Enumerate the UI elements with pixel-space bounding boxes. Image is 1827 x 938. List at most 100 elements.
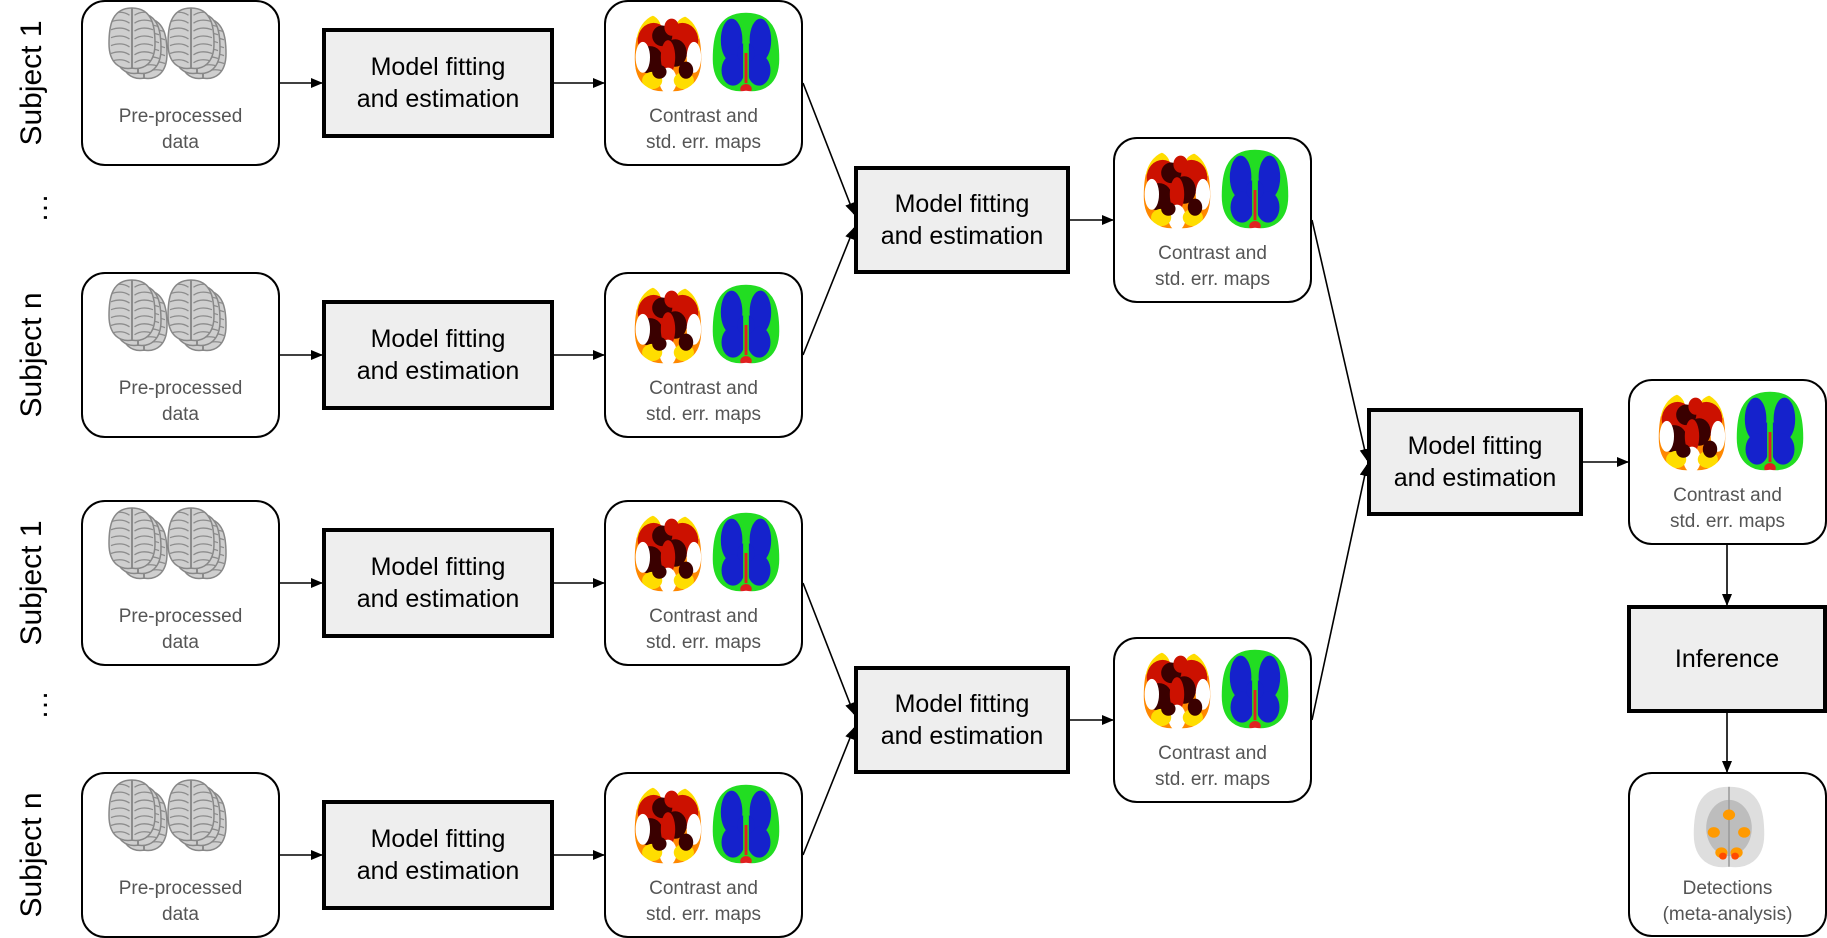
caption-line-2: std. err. maps	[645, 904, 762, 925]
model-fitting-box[interactable]: Model fitting and estimation	[1367, 408, 1583, 516]
arrow-to-final-fit	[1311, 464, 1370, 721]
box-caption: Pre-processed data	[83, 876, 278, 928]
contrast-stderr-maps-box[interactable]: Contrast and std. err. maps	[604, 0, 803, 166]
model-fitting-line-2: and estimation	[356, 585, 520, 613]
heat-map-brain-icon	[633, 11, 703, 93]
brain-stack-icon	[108, 7, 156, 70]
stderr-map-brain-icon	[711, 11, 781, 93]
caption-line-2: std. err. maps	[1154, 269, 1271, 290]
model-fitting-line-2: and estimation	[880, 722, 1044, 750]
stderr-map-brain-icon	[1220, 148, 1290, 230]
preprocessed-data-box[interactable]: Pre-processed data	[81, 272, 280, 438]
brain-stack-icon	[167, 507, 215, 570]
heat-map-brain-icon	[1142, 148, 1212, 230]
box-caption: Contrast and std. err. maps	[606, 104, 801, 156]
model-fitting-line-2: and estimation	[1393, 464, 1557, 492]
model-fitting-line-1: Model fitting	[370, 325, 506, 353]
box-caption: Detections (meta-analysis)	[1630, 876, 1825, 928]
model-fitting-line-1: Model fitting	[370, 825, 506, 853]
caption-line-1: Contrast and	[1158, 743, 1267, 764]
caption-line-1: Contrast and	[649, 106, 758, 127]
caption-line-1: Contrast and	[649, 878, 758, 899]
arrow-to-group-fit	[802, 582, 855, 715]
stderr-map-brain-icon	[711, 783, 781, 865]
subject-label: Subject 1	[15, 520, 48, 646]
model-fitting-label: Model fitting and estimation	[1394, 430, 1557, 494]
caption-line-1: Detections	[1682, 878, 1773, 899]
box-caption: Contrast and std. err. maps	[606, 376, 801, 428]
contrast-stderr-maps-box[interactable]: Contrast and std. err. maps	[604, 772, 803, 938]
caption-line-2: data	[162, 904, 199, 925]
caption-line-1: Pre-processed	[118, 378, 243, 399]
arrow-to-group-fit	[802, 227, 855, 356]
caption-line-2: data	[162, 404, 199, 425]
model-fitting-label: Model fitting and estimation	[881, 688, 1044, 752]
caption-line-1: Contrast and	[649, 606, 758, 627]
model-fitting-box[interactable]: Model fitting and estimation	[854, 166, 1070, 274]
heat-map-brain-icon	[633, 283, 703, 365]
subject-label: Subject n	[15, 292, 48, 418]
group-contrast-stderr-maps-box[interactable]: Contrast and std. err. maps	[1113, 137, 1312, 303]
stderr-map-brain-icon	[711, 283, 781, 365]
contrast-stderr-maps-box[interactable]: Contrast and std. err. maps	[604, 272, 803, 438]
preprocessed-data-box[interactable]: Pre-processed data	[81, 0, 280, 166]
box-caption: Contrast and std. err. maps	[1115, 241, 1310, 293]
box-caption: Pre-processed data	[83, 376, 278, 428]
ellipsis-label: …	[21, 690, 54, 720]
inference-label: Inference	[1674, 645, 1780, 673]
caption-line-1: Pre-processed	[118, 106, 243, 127]
arrow-to-final-fit	[1311, 219, 1370, 461]
model-fitting-line-2: and estimation	[356, 357, 520, 385]
model-fitting-line-1: Model fitting	[370, 553, 506, 581]
caption-line-1: Contrast and	[649, 378, 758, 399]
box-caption: Pre-processed data	[83, 104, 278, 156]
caption-line-2: std. err. maps	[645, 404, 762, 425]
brain-stack-icon	[108, 279, 156, 342]
caption-line-2: data	[162, 132, 199, 153]
arrow-to-group-fit	[802, 82, 855, 215]
heat-map-brain-icon	[633, 511, 703, 593]
ellipsis-label: …	[21, 193, 54, 223]
model-fitting-box[interactable]: Model fitting and estimation	[322, 528, 554, 638]
model-fitting-box[interactable]: Model fitting and estimation	[854, 666, 1070, 774]
brain-stack-icon	[167, 279, 215, 342]
model-fitting-line-2: and estimation	[880, 222, 1044, 250]
subject-label: Subject n	[15, 792, 48, 918]
heat-map-brain-icon	[1142, 648, 1212, 730]
model-fitting-line-1: Model fitting	[894, 190, 1030, 218]
model-fitting-label: Model fitting and estimation	[357, 551, 520, 615]
model-fitting-box[interactable]: Model fitting and estimation	[322, 300, 554, 410]
brain-stack-icon	[167, 779, 215, 842]
detections-box[interactable]: Detections (meta-analysis)	[1628, 772, 1827, 937]
brain-stack-icon	[167, 7, 215, 70]
brain-stack-icon	[108, 507, 156, 570]
heat-map-brain-icon	[633, 783, 703, 865]
caption-line-1: Contrast and	[1158, 243, 1267, 264]
caption-line-2: (meta-analysis)	[1662, 904, 1793, 925]
caption-line-1: Pre-processed	[118, 606, 243, 627]
model-fitting-line-1: Model fitting	[894, 690, 1030, 718]
model-fitting-line-2: and estimation	[356, 85, 520, 113]
model-fitting-label: Model fitting and estimation	[881, 188, 1044, 252]
heat-map-brain-icon	[1657, 390, 1727, 472]
inference-box[interactable]: Inference	[1627, 605, 1827, 713]
box-caption: Contrast and std. err. maps	[606, 876, 801, 928]
model-fitting-line-1: Model fitting	[1407, 432, 1543, 460]
preprocessed-data-box[interactable]: Pre-processed data	[81, 772, 280, 938]
caption-line-2: std. err. maps	[645, 132, 762, 153]
subject-label: Subject 1	[15, 20, 48, 146]
caption-line-1: Pre-processed	[118, 878, 243, 899]
caption-line-1: Contrast and	[1673, 485, 1782, 506]
stderr-map-brain-icon	[1220, 648, 1290, 730]
